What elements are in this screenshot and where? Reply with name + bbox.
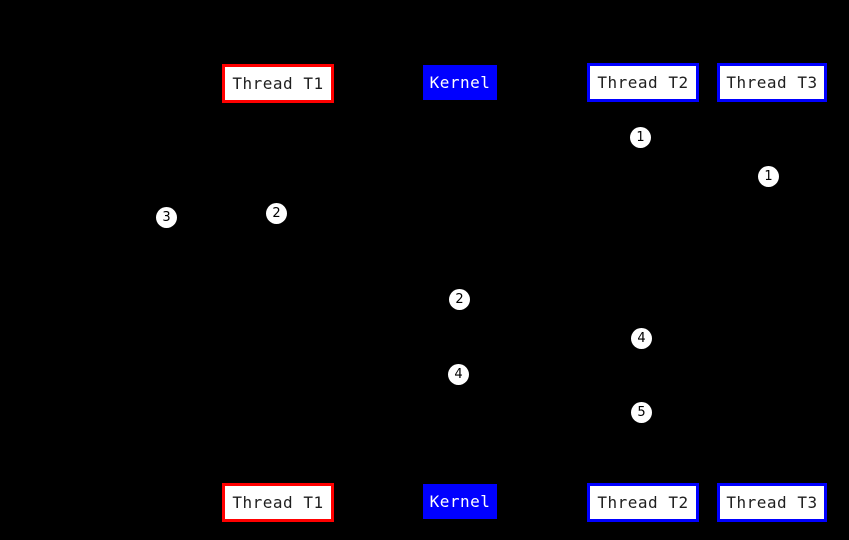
actor-box-kernel-top: Kernel [423,65,497,100]
event-marker-1-thread-t2: 1 [630,127,651,148]
actor-box-thread-t1-bottom: Thread T1 [222,483,334,522]
actor-box-kernel-bottom: Kernel [423,484,497,519]
actor-box-thread-t2-bottom: Thread T2 [587,483,699,522]
actor-box-thread-t2-top: Thread T2 [587,63,699,102]
actor-box-thread-t3-bottom: Thread T3 [717,483,827,522]
event-marker-5-thread-t2: 5 [631,402,652,423]
event-marker-4-thread-t2: 4 [631,328,652,349]
event-marker-1-thread-t3: 1 [758,166,779,187]
actor-box-thread-t3-top: Thread T3 [717,63,827,102]
actor-box-thread-t1-top: Thread T1 [222,64,334,103]
event-marker-2-thread-t1: 2 [266,203,287,224]
event-marker-3-left: 3 [156,207,177,228]
event-marker-4-kernel: 4 [448,364,469,385]
event-marker-2-kernel: 2 [449,289,470,310]
